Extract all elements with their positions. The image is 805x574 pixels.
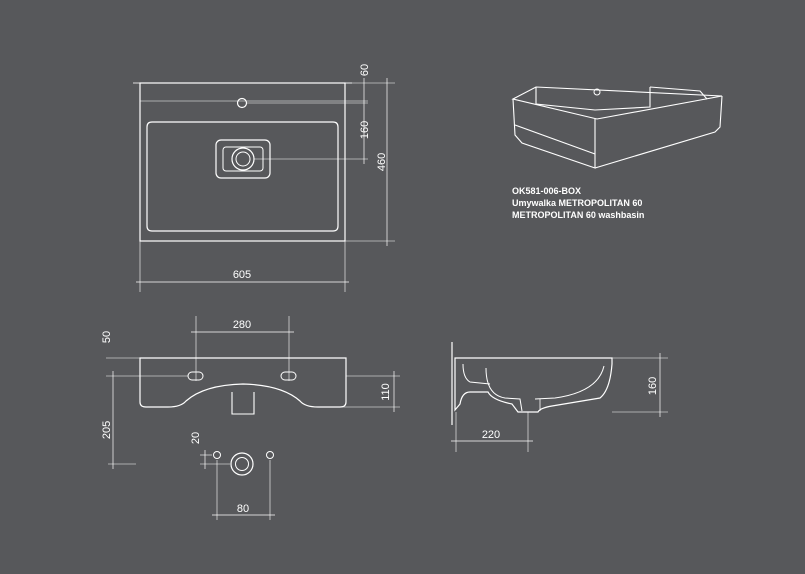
perspective-view [511, 86, 723, 169]
front-view [106, 316, 400, 469]
drain-inner [235, 151, 251, 167]
dim-front-bowl: 110 [380, 383, 392, 401]
product-name-pl: Umywalka METROPOLITAN 60 [512, 198, 642, 208]
side-view-outline [454, 357, 613, 413]
top-view-bowl [146, 121, 339, 232]
product-name-en: METROPOLITAN 60 washbasin [512, 210, 644, 220]
tap-hole [236, 97, 248, 109]
waste-fittings-view [200, 450, 275, 520]
product-code: OK581-006-BOX [512, 186, 581, 196]
dim-waste-drop: 20 [190, 432, 202, 444]
front-view-outline [139, 357, 347, 408]
dim-side-height: 160 [647, 377, 659, 395]
dim-front-tap-spacing: 280 [233, 319, 251, 331]
dim-top-width: 605 [233, 269, 251, 281]
dim-waste-spacing: 80 [237, 503, 249, 515]
dim-top-tap-offset: 160 [359, 121, 371, 139]
dim-side-depth: 220 [482, 429, 500, 441]
side-view [451, 342, 668, 452]
drain-outer [231, 147, 255, 171]
dim-front-height: 205 [101, 421, 113, 439]
top-view [133, 78, 395, 292]
dim-front-rim: 50 [101, 331, 113, 343]
top-view-outline [139, 82, 346, 242]
dim-top-depth: 460 [376, 153, 388, 171]
dim-top-rim: 60 [359, 64, 371, 76]
